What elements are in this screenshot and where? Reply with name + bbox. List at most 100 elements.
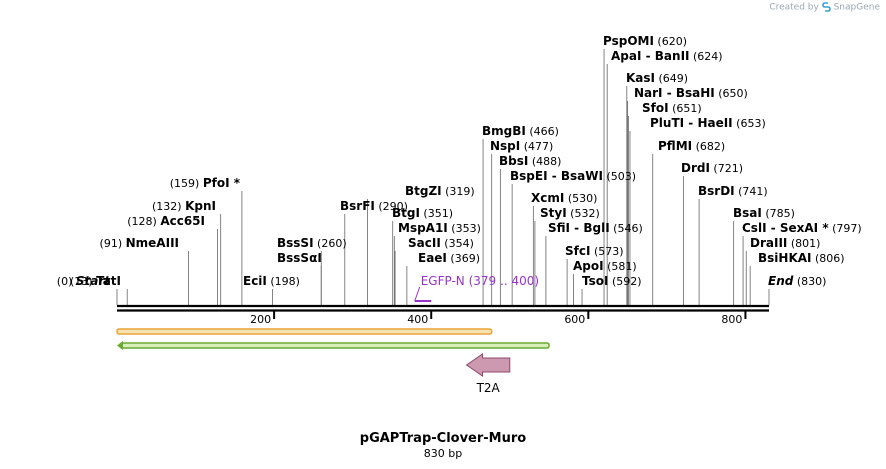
site-position: (369)	[447, 252, 480, 265]
primer-label[interactable]: EGFP-N (379 .. 400)	[421, 274, 539, 288]
ruler-tick-label: 200	[250, 313, 271, 326]
site-position: (741)	[735, 185, 768, 198]
site-position: (466)	[526, 125, 559, 138]
site-name: KasI	[626, 71, 655, 85]
site-name: BsaI	[733, 206, 762, 220]
feature-orange-bar[interactable]	[116, 328, 493, 335]
site-label-nmeaiii[interactable]: (91) NmeAIII	[100, 236, 179, 250]
site-name: SacII	[408, 236, 441, 250]
site-label-nari-bsahi[interactable]: NarI - BsaHI (650)	[634, 86, 748, 100]
site-position: (351)	[420, 207, 453, 220]
site-label-sfoi[interactable]: SfoI (651)	[642, 101, 702, 115]
site-label-bsai[interactable]: BsaI (785)	[733, 206, 795, 220]
site-label-nspi[interactable]: NspI (477)	[490, 139, 553, 153]
t2a-feature-arrow[interactable]	[465, 353, 511, 377]
site-label-bsrdi[interactable]: BsrDI (741)	[698, 184, 768, 198]
ruler-tick-label: 400	[407, 313, 428, 326]
site-name: PfoI *	[203, 176, 241, 190]
site-label-drdi[interactable]: DrdI (721)	[681, 161, 743, 175]
site-position: (806)	[812, 252, 845, 265]
site-label-apoi[interactable]: ApoI (581)	[573, 259, 637, 273]
site-position: (620)	[654, 35, 687, 48]
site-name: BmgBI	[482, 124, 526, 138]
site-name: Acc65I	[160, 214, 205, 228]
site-position: (128)	[127, 215, 160, 228]
site-position: (721)	[710, 162, 743, 175]
site-name: DrdI	[681, 161, 710, 175]
site-label-tati[interactable]: (13) TatI	[70, 274, 121, 288]
created-by-text: Created by	[769, 2, 819, 13]
site-name: NspI	[490, 139, 520, 153]
site-position: (650)	[715, 87, 748, 100]
site-position: (530)	[564, 192, 597, 205]
site-name: EaeI	[418, 251, 447, 265]
site-label-ecii[interactable]: EciI (198)	[243, 274, 300, 288]
site-label-pluti-haeii[interactable]: PluTI - HaeII (653)	[650, 116, 766, 130]
site-label-bsrfi[interactable]: BsrFI (290)	[340, 199, 408, 213]
site-name: SfiI - BglI	[548, 221, 610, 235]
site-label-pspomi[interactable]: PspOMI (620)	[603, 34, 687, 48]
site-position: (573)	[590, 245, 623, 258]
site-name: BssSI	[277, 236, 314, 250]
ruler-tick-label: 800	[721, 313, 742, 326]
site-label-xcmi[interactable]: XcmI (530)	[531, 191, 597, 205]
site-label-start[interactable]: (0) Start	[57, 274, 111, 288]
site-label-kasi[interactable]: KasI (649)	[626, 71, 688, 85]
site-label-eaei[interactable]: EaeI (369)	[418, 251, 480, 265]
site-label-mspa1i[interactable]: MspA1I (353)	[398, 221, 481, 235]
site-position: (682)	[692, 140, 725, 153]
site-label-draiii[interactable]: DraIII (801)	[750, 236, 820, 250]
site-position: (132)	[152, 200, 185, 213]
site-name: TatI	[96, 274, 121, 288]
site-label-btgzi[interactable]: BtgZI (319)	[405, 184, 475, 198]
site-position: (13)	[70, 275, 96, 288]
site-label-sfci[interactable]: SfcI (573)	[565, 244, 624, 258]
site-label-bspei-bsawi[interactable]: BspEI - BsaWI (503)	[510, 169, 636, 183]
site-position: (801)	[787, 237, 820, 250]
site-name: StyI	[540, 206, 567, 220]
site-name: CslI - SexAI *	[742, 221, 829, 235]
site-label-sacii[interactable]: SacII (354)	[408, 236, 474, 250]
site-name: BbsI	[499, 154, 528, 168]
sequence-backbone	[117, 304, 769, 312]
snapgene-name: SnapGene	[833, 2, 880, 13]
site-label-bsssi[interactable]: BssSI (260)	[277, 236, 347, 250]
site-name: Start	[76, 274, 111, 288]
primer-leader	[414, 286, 421, 302]
site-label-acc65i[interactable]: (128) Acc65I	[127, 214, 205, 228]
site-position: (581)	[604, 260, 637, 273]
site-label-styi[interactable]: StyI (532)	[540, 206, 600, 220]
site-position: (198)	[267, 275, 300, 288]
site-label-kpni[interactable]: (132) KpnI	[152, 199, 216, 213]
site-position: (592)	[608, 275, 641, 288]
site-position: (353)	[448, 222, 481, 235]
site-position: (488)	[528, 155, 561, 168]
site-label-pfoi[interactable]: (159) PfoI *	[170, 176, 241, 190]
site-name: PluTI - HaeII	[650, 116, 733, 130]
site-position: (624)	[690, 50, 723, 63]
site-name: BtgI	[392, 206, 420, 220]
site-label-apai-banii[interactable]: ApaI - BanII (624)	[611, 49, 723, 63]
site-label-btgi[interactable]: BtgI (351)	[392, 206, 453, 220]
primer-name: EGFP-N	[421, 274, 469, 288]
site-label-bbsi[interactable]: BbsI (488)	[499, 154, 561, 168]
feature-green-bar[interactable]	[119, 342, 550, 349]
site-label-bmgbi[interactable]: BmgBI (466)	[482, 124, 559, 138]
site-name: NarI - BsaHI	[634, 86, 715, 100]
site-name: KpnI	[185, 199, 216, 213]
site-position: (477)	[520, 140, 553, 153]
site-name: PspOMI	[603, 34, 654, 48]
site-name: End	[768, 274, 794, 288]
site-name: BssSαI	[277, 251, 322, 265]
site-label-tsoi[interactable]: TsoI (592)	[582, 274, 642, 288]
site-position: (649)	[655, 72, 688, 85]
site-name: SfcI	[565, 244, 590, 258]
site-label-bsss-i[interactable]: BssSαI	[277, 251, 322, 265]
site-label-bsihkai[interactable]: BsiHKAI (806)	[758, 251, 845, 265]
site-name: PflMI	[658, 139, 692, 153]
site-label-csli-sexai[interactable]: CslI - SexAI * (797)	[742, 221, 862, 235]
site-position: (653)	[733, 117, 766, 130]
site-label-end[interactable]: End (830)	[768, 274, 826, 288]
site-label-sfii-bgli[interactable]: SfiI - BglI (546)	[548, 221, 643, 235]
site-label-pflmi[interactable]: PflMI (682)	[658, 139, 725, 153]
